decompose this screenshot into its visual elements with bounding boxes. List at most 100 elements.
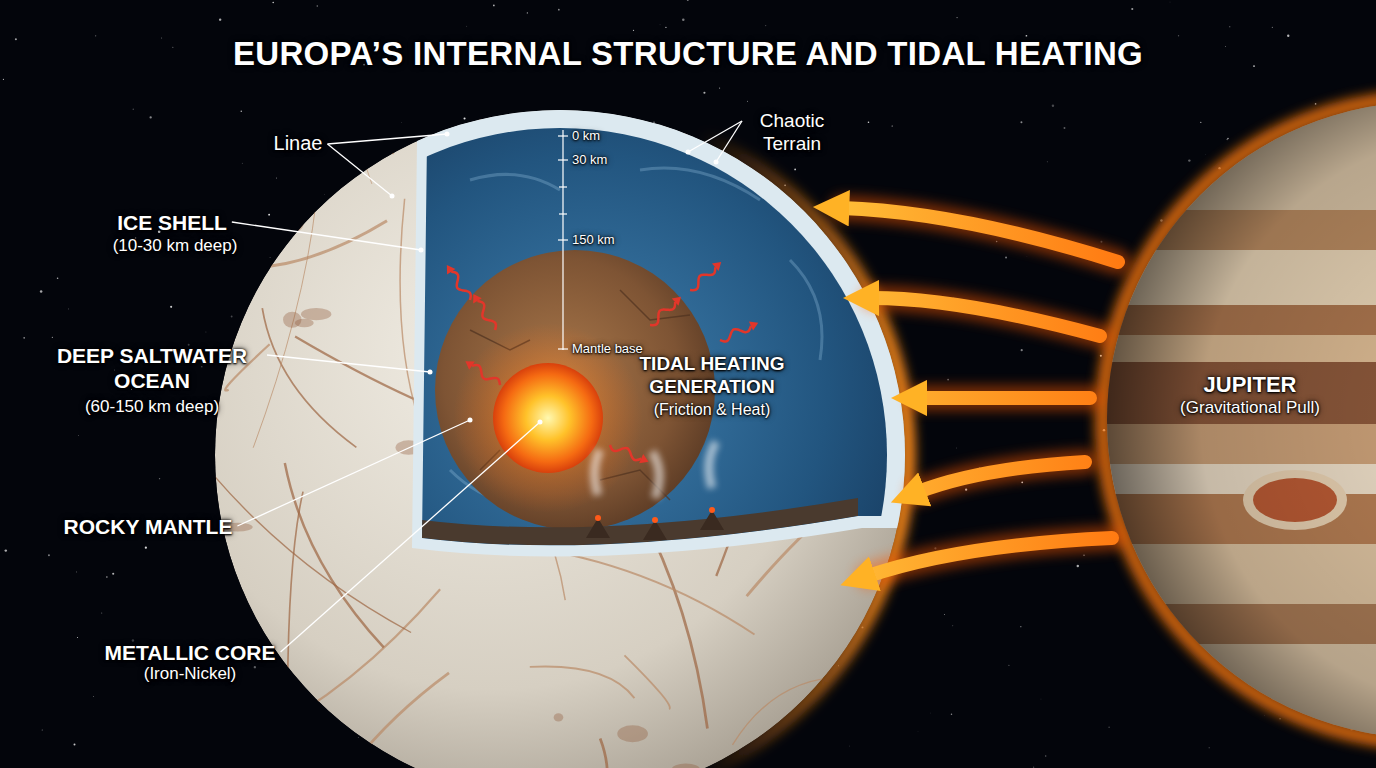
heat-wave-head xyxy=(465,361,474,370)
star xyxy=(947,379,949,381)
chaos-patch xyxy=(554,713,564,721)
star xyxy=(917,731,918,732)
vent-glow xyxy=(709,507,715,513)
core-glow xyxy=(453,323,643,513)
illustration-part xyxy=(868,538,1112,576)
linea xyxy=(234,221,387,268)
linea xyxy=(262,308,356,447)
leader-line xyxy=(688,121,742,152)
vent-mound xyxy=(586,510,724,540)
heat-wave-line xyxy=(650,302,675,325)
vent-glow xyxy=(595,515,601,521)
star xyxy=(956,17,957,18)
star xyxy=(1315,103,1317,105)
star xyxy=(172,47,173,48)
illustration-part xyxy=(558,135,568,136)
star xyxy=(1020,121,1022,123)
linea xyxy=(267,658,283,768)
star xyxy=(1040,698,1042,700)
star xyxy=(1178,35,1179,36)
star xyxy=(1020,626,1021,627)
illustration-part xyxy=(868,538,1112,576)
layer-depth: (10-30 km deep) xyxy=(113,236,238,256)
star xyxy=(101,612,102,613)
star xyxy=(703,92,705,94)
callout-label: Chaotic Terrain xyxy=(747,110,837,156)
star xyxy=(219,18,221,20)
heat-wave xyxy=(610,445,649,463)
heat-wave xyxy=(650,297,681,325)
star xyxy=(68,308,70,310)
star xyxy=(1280,718,1281,719)
star xyxy=(1287,35,1289,37)
star xyxy=(57,277,59,279)
illustration-part xyxy=(558,159,568,160)
cutaway xyxy=(233,80,940,768)
linea xyxy=(578,738,608,768)
linea xyxy=(202,166,311,207)
chaos-patch xyxy=(226,696,253,713)
leader-line xyxy=(716,121,742,162)
arrow-glow xyxy=(842,208,1118,576)
star xyxy=(23,337,25,339)
illustration-part xyxy=(558,348,568,349)
linea xyxy=(348,673,449,768)
linea xyxy=(813,123,1072,162)
linea xyxy=(50,83,245,189)
leader-line xyxy=(232,222,421,250)
star xyxy=(868,122,870,124)
metallic-core xyxy=(493,363,603,473)
star xyxy=(527,12,528,13)
depth-scale xyxy=(558,130,568,350)
planet-node: JUPITER(Gravitational Pull) xyxy=(1105,100,1376,740)
star xyxy=(930,712,932,714)
callout-label: Linae xyxy=(274,131,323,155)
star xyxy=(1100,241,1102,243)
europa-sphere xyxy=(50,0,1072,768)
depth-tick-label: Mantle base xyxy=(572,341,643,357)
star xyxy=(268,214,270,216)
star xyxy=(41,729,43,731)
star xyxy=(159,478,160,479)
star xyxy=(93,696,95,698)
leader-line xyxy=(281,422,540,652)
illustration-part xyxy=(920,385,1090,411)
star xyxy=(1253,65,1255,67)
chaos-patch xyxy=(295,319,314,327)
leader-line xyxy=(327,134,447,144)
star xyxy=(3,79,4,80)
star xyxy=(719,87,720,88)
star xyxy=(558,9,560,11)
chaos-patch xyxy=(477,106,498,117)
star xyxy=(1021,349,1023,351)
star xyxy=(241,162,243,164)
star xyxy=(15,38,17,40)
star xyxy=(77,637,78,638)
star xyxy=(943,614,945,616)
vent-glow xyxy=(652,517,658,523)
star xyxy=(1225,46,1227,48)
star xyxy=(254,666,256,668)
star xyxy=(1077,565,1079,567)
leader-dot xyxy=(468,418,473,423)
linea xyxy=(830,686,979,768)
star xyxy=(149,116,151,118)
ocean-layer xyxy=(233,128,887,768)
lineae-texture xyxy=(50,0,1072,768)
heat-wave-line xyxy=(451,272,470,300)
heat-wave xyxy=(473,294,496,330)
star xyxy=(400,122,402,124)
star xyxy=(161,37,163,39)
star xyxy=(747,100,749,102)
planet-note: (Gravitational Pull) xyxy=(1180,398,1320,418)
leader-line xyxy=(237,420,470,526)
heat-wave xyxy=(465,361,500,385)
leader-dot xyxy=(390,194,395,199)
star xyxy=(95,35,96,36)
heat-wave-head xyxy=(712,262,721,271)
star xyxy=(145,547,147,549)
depth-tick-label: 30 km xyxy=(572,152,607,168)
jupiter-glow xyxy=(1103,98,1376,742)
heat-wave-head xyxy=(447,265,456,274)
gravity-arrow xyxy=(842,208,1118,576)
